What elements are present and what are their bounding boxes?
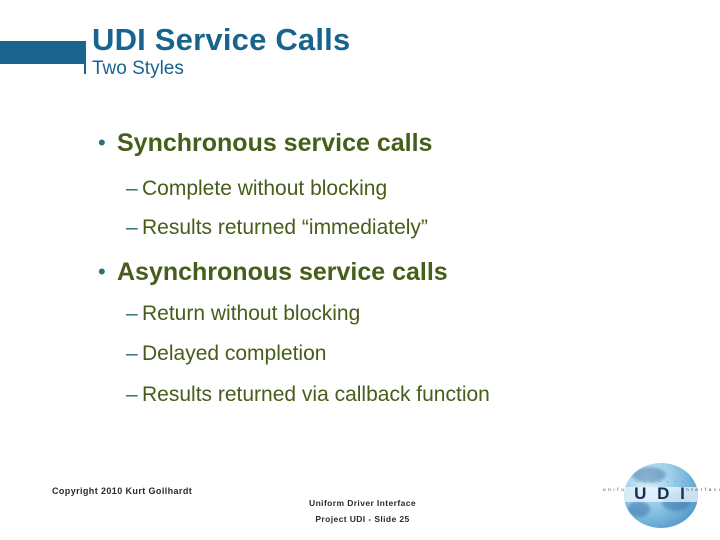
sub-bullet-label: Return without blocking [142, 302, 361, 325]
globe-icon: · · · · · · · U D I [624, 463, 698, 528]
sub-bullet-label: Results returned “immediately” [142, 216, 428, 239]
footer-project-name: Uniform Driver Interface [309, 498, 416, 508]
logo-tiny-text-right: i n t e r f a c e [681, 487, 720, 493]
logo-udi-text: U D I [634, 484, 688, 503]
sub-bullet-item: –Complete without blocking [126, 177, 387, 201]
sub-bullet-item: –Delayed completion [126, 342, 326, 366]
bullet-item: • Asynchronous service calls [98, 258, 448, 287]
footer-copyright: Copyright 2010 Kurt Gollhardt [52, 486, 193, 496]
dash-icon: – [126, 216, 138, 239]
dash-icon: – [126, 383, 138, 406]
sub-bullet-label: Delayed completion [142, 342, 327, 365]
title-accent-tick [84, 41, 86, 74]
bullet-label: Synchronous service calls [117, 129, 433, 157]
logo-dots-text: · · · · · · · [636, 479, 686, 485]
dash-icon: – [126, 302, 138, 325]
bullet-item: • Synchronous service calls [98, 129, 432, 158]
udi-logo: u n i f o r m · · · · · · · U D I i n t … [603, 460, 720, 530]
footer-center: Uniform Driver Interface Project UDI - S… [270, 495, 455, 527]
page-subtitle: Two Styles [92, 58, 184, 79]
globe-land-shape [628, 501, 650, 517]
sub-bullet-item: –Results returned via callback function [126, 383, 490, 407]
dash-icon: – [126, 342, 138, 365]
logo-band [624, 487, 698, 502]
sub-bullet-item: –Results returned “immediately” [126, 216, 428, 240]
sub-bullet-label: Complete without blocking [142, 177, 388, 200]
footer-slide-number: Project UDI - Slide 25 [315, 514, 410, 524]
bullet-icon: • [98, 130, 106, 155]
bullet-label: Asynchronous service calls [117, 258, 448, 286]
sub-bullet-label: Results returned via callback function [142, 383, 490, 406]
bullet-icon: • [98, 259, 106, 284]
title-accent-bar [0, 41, 85, 64]
dash-icon: – [126, 177, 138, 200]
sub-bullet-item: –Return without blocking [126, 302, 360, 326]
globe-land-shape [632, 467, 666, 483]
logo-tiny-text-left: u n i f o r m [603, 487, 636, 493]
page-title: UDI Service Calls [92, 22, 351, 57]
